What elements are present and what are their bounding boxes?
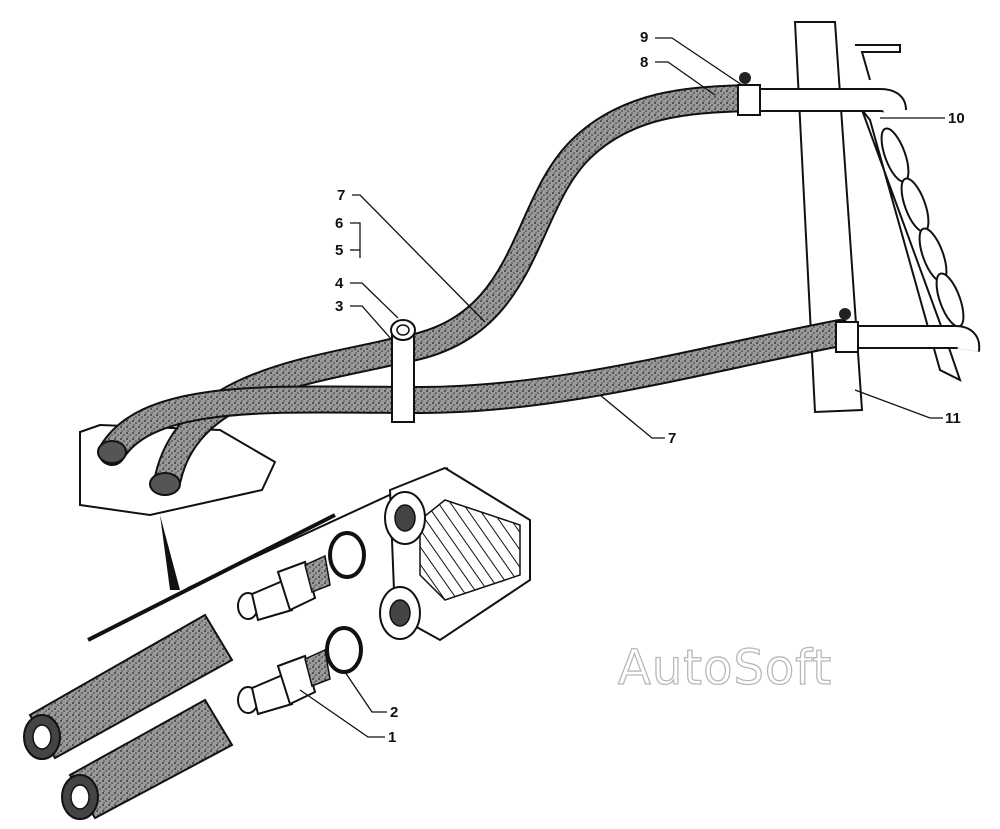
- lower-hose-end: [97, 440, 127, 464]
- autosoft-watermark: AutoSoft: [617, 639, 833, 696]
- callout-8: 8: [640, 54, 648, 71]
- callout-3: 3: [335, 298, 343, 315]
- callout-5: 5: [335, 242, 343, 259]
- callout-6: 6: [335, 215, 343, 232]
- mounting-bracket: [793, 21, 901, 414]
- callout-2: 2: [390, 704, 398, 721]
- fitting-lower: [237, 648, 331, 716]
- detail-hose-upper: [23, 613, 234, 760]
- upper-pipe: [760, 88, 907, 114]
- callout-7-upper: 7: [337, 187, 345, 204]
- lower-heater-hose-fill: [100, 321, 852, 464]
- fitting-upper: [237, 554, 331, 622]
- detail-pointer-arrow: [160, 515, 180, 590]
- lower-hose-clamp: [835, 308, 859, 353]
- upper-hose-end: [149, 472, 181, 496]
- upper-heater-hose: [154, 84, 759, 492]
- leader-lines: [299, 37, 945, 738]
- callout-11: 11: [945, 410, 961, 427]
- washer-lower: [325, 626, 363, 674]
- callout-7-lower: 7: [668, 430, 676, 447]
- lower-pipe: [855, 325, 981, 352]
- upper-heater-hose-fill: [156, 86, 757, 490]
- callout-10: 10: [948, 110, 965, 127]
- detail-hose-lower: [61, 698, 234, 820]
- hose-holder-clamp: [390, 319, 416, 423]
- washer-upper: [328, 531, 366, 579]
- callout-4: 4: [335, 275, 344, 292]
- engine-outlet-block: [379, 466, 531, 642]
- callout-9: 9: [640, 29, 648, 46]
- upper-hose-clamp: [737, 72, 761, 116]
- callout-1: 1: [388, 729, 396, 746]
